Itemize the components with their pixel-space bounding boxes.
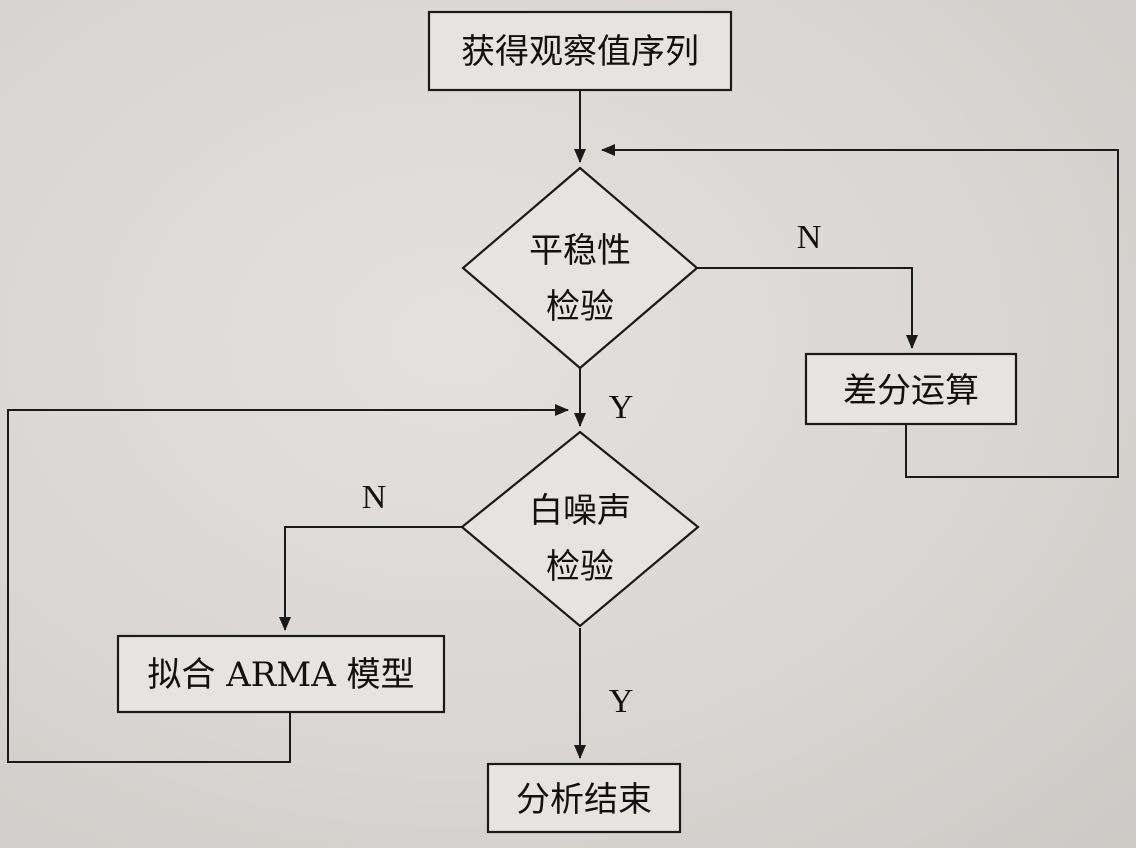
node-diff-label: 差分运算	[843, 371, 979, 411]
node-obtain-box	[427, 10, 733, 92]
node-end-box	[486, 762, 682, 834]
node-diff-box	[804, 352, 1018, 426]
node-whitenoise-label-line2: 检验	[546, 547, 614, 587]
node-stationarity-label-line2: 检验	[546, 287, 614, 327]
node-stationarity-label-line1: 平稳性	[529, 231, 631, 271]
edge-whitenoise-no-to-arma	[279, 526, 462, 631]
node-arma-label: 拟合 ARMA 模型	[147, 655, 414, 695]
edge-diff-loop-back	[601, 144, 1119, 478]
node-end-label: 分析结束	[516, 780, 652, 820]
label-stationarity-no: N	[797, 219, 822, 256]
node-whitenoise-label-line1: 白噪声	[529, 491, 631, 531]
label-whitenoise-yes: Y	[609, 683, 634, 720]
node-arma-box	[116, 634, 446, 714]
node-stationarity-diamond	[461, 166, 699, 370]
node-obtain-label: 获得观察值序列	[461, 32, 699, 72]
edge-arma-loop-back	[7, 404, 569, 763]
node-whitenoise-diamond	[460, 430, 700, 628]
label-whitenoise-no: N	[362, 479, 387, 516]
edge-stationarity-no-to-diff	[697, 267, 918, 349]
label-stationarity-yes: Y	[609, 389, 634, 426]
